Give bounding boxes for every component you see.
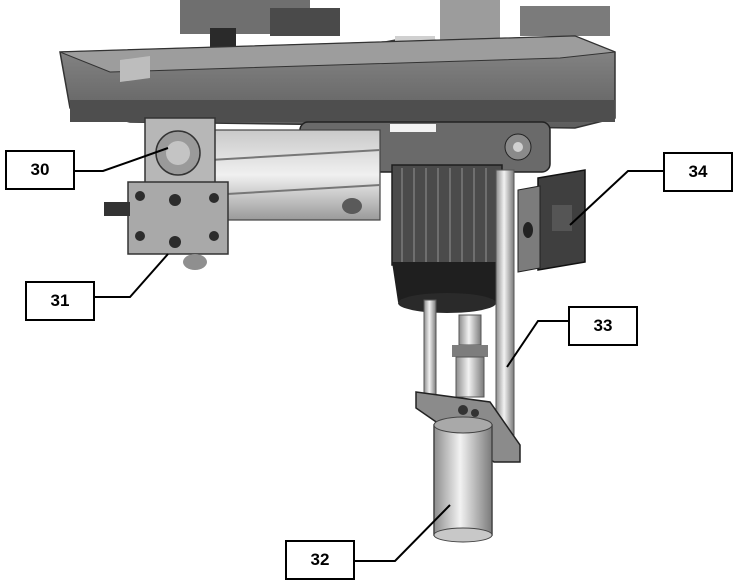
callout-32: 32 xyxy=(285,540,355,580)
tool-cylinder xyxy=(433,416,493,543)
side-box xyxy=(517,169,586,273)
callout-33: 33 xyxy=(568,306,638,346)
callout-34: 34 xyxy=(663,152,733,192)
leader-line-32 xyxy=(355,504,451,562)
guide-rods xyxy=(423,169,515,461)
motor xyxy=(391,164,503,313)
callout-31: 31 xyxy=(25,281,95,321)
leader-line-34 xyxy=(569,170,663,226)
base-plate xyxy=(59,35,616,129)
leader-line-30 xyxy=(75,147,169,172)
leader-lines xyxy=(75,147,663,562)
leader-line-31 xyxy=(95,253,169,298)
callout-30: 30 xyxy=(5,150,75,190)
leader-line-33 xyxy=(506,320,568,368)
pneumatic-cylinder xyxy=(104,117,381,270)
